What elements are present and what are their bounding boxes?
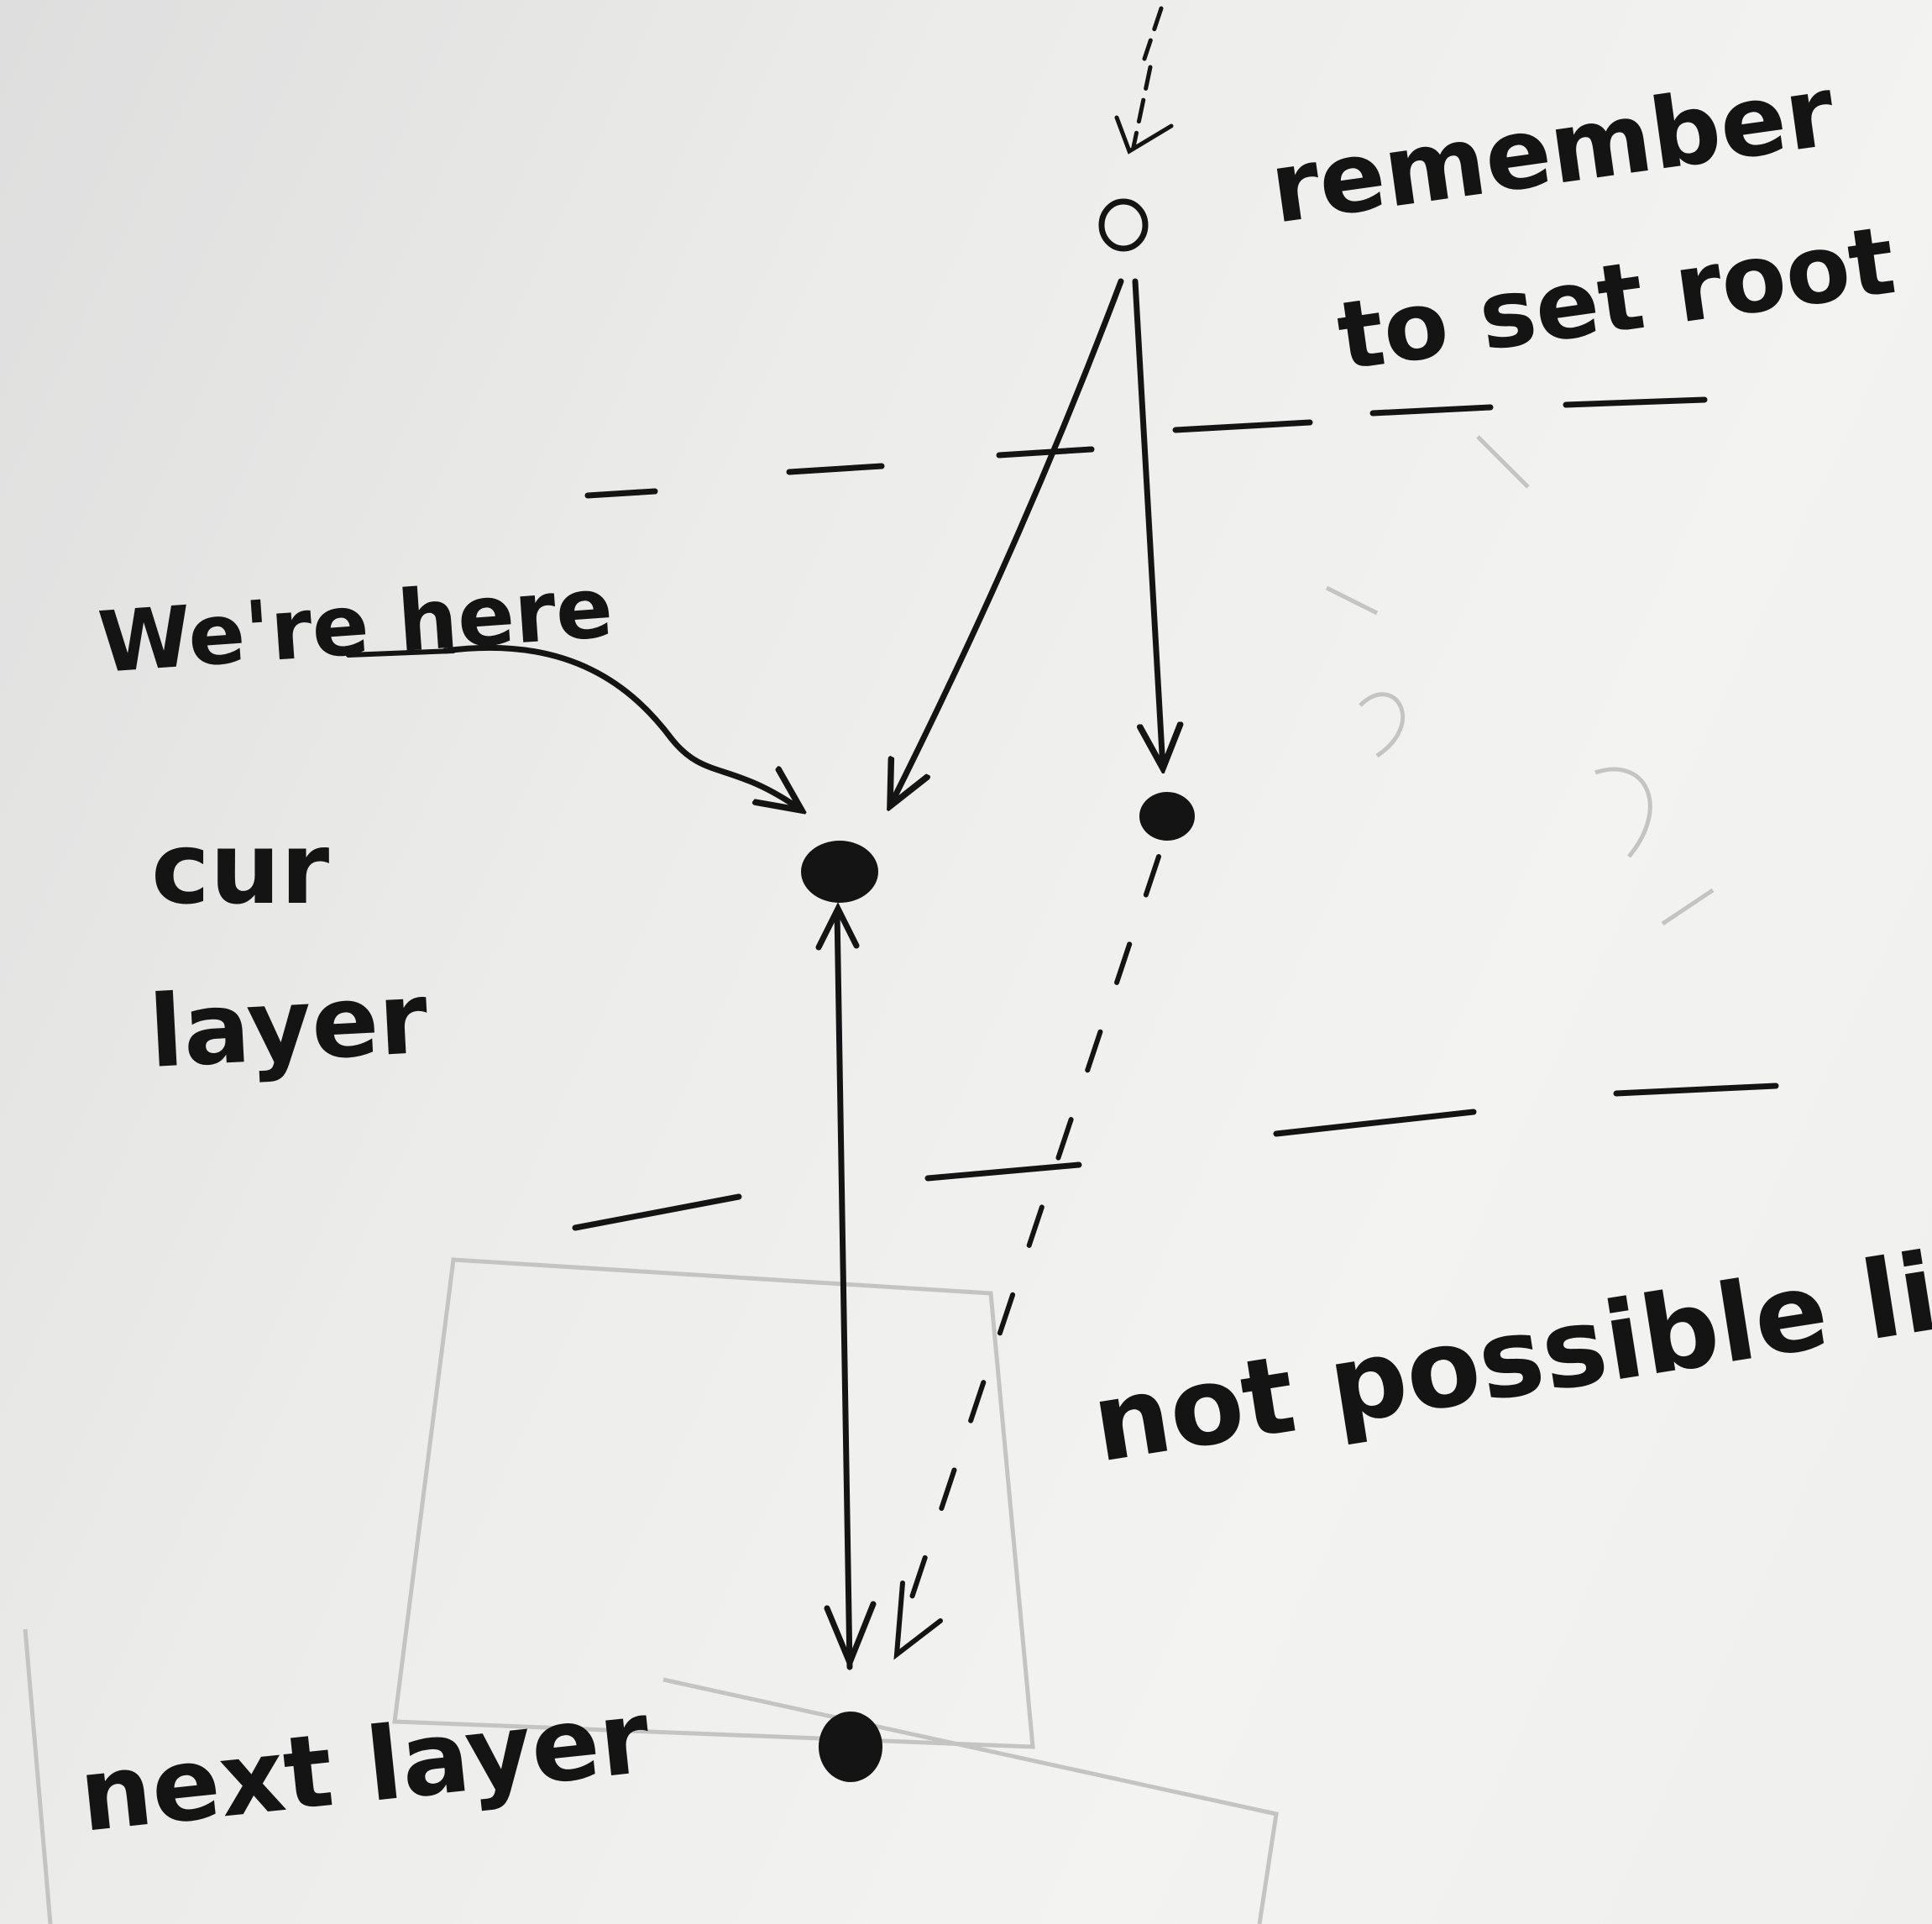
here-underline	[346, 648, 456, 658]
sibling-node	[1139, 792, 1195, 841]
root-to-sibling-arrow	[1132, 278, 1163, 768]
label-cur: cur	[151, 810, 329, 926]
layer-boundary-upper	[584, 396, 1708, 499]
label-we-here: We're here	[96, 558, 616, 691]
label-not-possible-link: not possible link	[1085, 1207, 1932, 1487]
root-node	[1098, 198, 1149, 252]
label-remember: remember	[1264, 55, 1840, 246]
layer-boundary-lower	[572, 1083, 1779, 1231]
root-to-cur-arrow	[890, 278, 1124, 806]
we-here-pointer-arrow	[442, 644, 802, 810]
cur-node	[801, 841, 878, 903]
label-next-layer: next layer	[75, 1679, 655, 1854]
not-possible-link	[893, 854, 1161, 1660]
next-layer-node	[819, 1712, 882, 1782]
label-layer: layer	[146, 960, 430, 1090]
cur-to-next-link	[815, 902, 877, 1671]
incoming-arrow	[1114, 6, 1174, 155]
label-to-set-root: to set root	[1332, 206, 1902, 392]
